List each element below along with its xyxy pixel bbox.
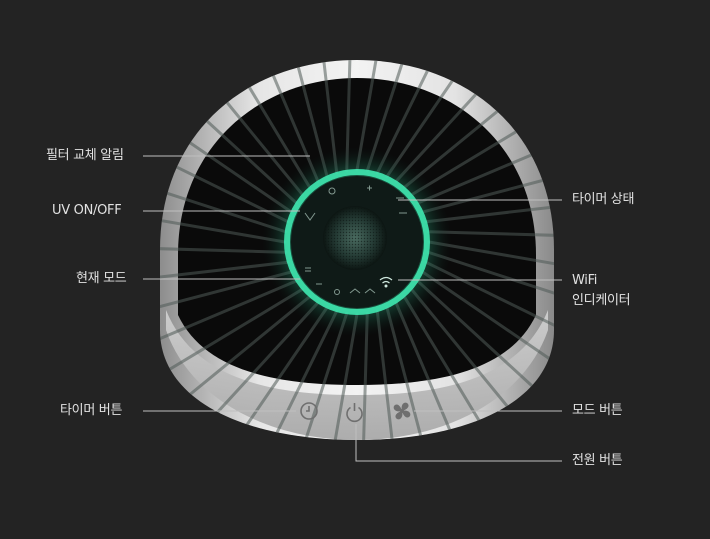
timer-icon (300, 402, 318, 420)
label-timer-status: 타이머 상태 (572, 192, 635, 207)
label-wifi-line1: WiFi (572, 273, 598, 288)
label-current-mode: 현재 모드 (76, 271, 127, 286)
label-wifi-indicator: WiFi 인디케이터 (572, 271, 631, 311)
fan-icon (393, 402, 411, 420)
label-power-button: 전원 버튼 (572, 453, 623, 468)
label-filter-alarm: 필터 교체 알림 (46, 148, 124, 163)
wifi-icon (379, 276, 393, 288)
label-timer-button: 타이머 버튼 (60, 403, 123, 418)
power-icon (346, 403, 363, 423)
label-wifi-line2: 인디케이터 (572, 293, 631, 308)
label-uv-onoff: UV ON/OFF (52, 203, 122, 218)
label-mode-button: 모드 버튼 (572, 403, 623, 418)
